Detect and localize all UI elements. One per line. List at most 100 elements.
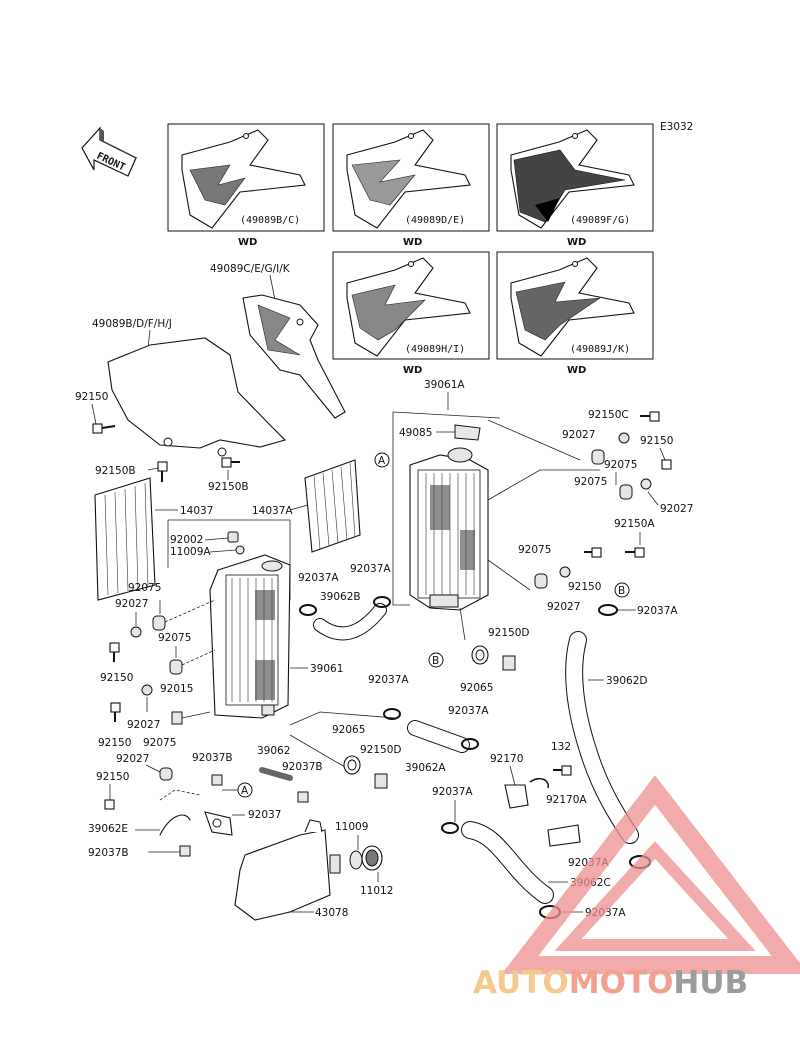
hose-39062 — [259, 767, 293, 781]
hose-39062C — [461, 821, 554, 904]
bolt-92150A — [625, 547, 645, 558]
radiator-39061A — [409, 447, 489, 611]
bolt-92150B-b — [221, 457, 240, 468]
label-92037A-f: 92037A — [432, 786, 473, 798]
decal-panel-1: (49089B/C) WD — [167, 123, 325, 248]
label-92150-a: 92150 — [75, 391, 108, 403]
front-arrow-icon: FRONT — [81, 126, 138, 177]
bolt-92150-f — [584, 547, 602, 558]
callout-b-right: B — [614, 582, 630, 598]
watermark-logo — [501, 775, 800, 974]
label-39062D: 39062D — [606, 675, 648, 687]
label-92027-f: 92027 — [547, 601, 580, 613]
collar-92027-e — [640, 478, 652, 490]
grommet-92075-a — [152, 599, 216, 631]
clamp-92037B-b — [211, 774, 223, 786]
shroud-right-part — [242, 294, 346, 419]
collar-92027-b — [141, 684, 153, 696]
label-92150-f: 92150 — [568, 581, 601, 593]
grommet-92075-f — [534, 573, 548, 589]
label-92037B-c: 92037B — [282, 761, 323, 773]
clamp-92037A-c — [598, 604, 618, 616]
bolt-92150C — [640, 411, 660, 422]
grille-14037A — [304, 459, 361, 553]
label-92065-b: 92065 — [332, 724, 365, 736]
label-11009A: 11009A — [170, 546, 211, 558]
panel-1-variant: WD — [238, 237, 257, 248]
reservoir-tank-43078 — [234, 819, 341, 921]
washer-92065-a — [471, 645, 489, 665]
bolt-92015 — [171, 711, 183, 725]
label-92075-f: 92075 — [518, 544, 551, 556]
label-49089BDFHJ: 49089B/D/F/H/J — [92, 318, 172, 330]
label-92027-c: 92027 — [116, 753, 149, 765]
panel-2-variant: WD — [403, 237, 422, 248]
grommet-92075-e — [619, 484, 633, 500]
panel-3-code: (49089F/G) — [570, 215, 630, 226]
label-92150D-b: 92150D — [360, 744, 402, 756]
label-92150-b: 92150 — [100, 672, 133, 684]
decal-panel-5: (49089J/K) WD — [496, 251, 654, 376]
cap-11012 — [361, 845, 383, 871]
hose-39062A — [407, 720, 470, 753]
label-92075-c: 92075 — [143, 737, 176, 749]
svg-text:A: A — [241, 785, 249, 797]
gasket-11009 — [349, 850, 363, 870]
label-92002: 92002 — [170, 534, 203, 546]
bolt-92150B-a — [157, 461, 168, 482]
label-11012: 11012 — [360, 885, 393, 897]
label-43078: 43078 — [315, 907, 348, 919]
label-92037A-b: 92037A — [350, 563, 391, 575]
label-92015: 92015 — [160, 683, 193, 695]
collar-92027-c — [159, 767, 173, 781]
hose-39062B — [313, 603, 387, 641]
bolt-92150-e — [661, 459, 672, 470]
bolt-92150-b — [109, 642, 120, 662]
decal-panel-4: (49089H/I) WD — [332, 251, 490, 376]
grille-14037 — [94, 477, 156, 601]
panel-5-variant: WD — [567, 365, 586, 376]
bolt-92150D-a — [502, 655, 516, 671]
collar-92027-d — [618, 432, 630, 444]
bolt-92150-a — [92, 423, 116, 434]
cap-92002 — [227, 531, 239, 543]
label-92150C: 92150C — [588, 409, 629, 421]
label-92150-c: 92150 — [98, 737, 131, 749]
bracket-49085 — [454, 424, 481, 441]
panel-3-variant: WD — [567, 237, 586, 248]
label-92027-d: 92027 — [562, 429, 595, 441]
label-39061: 39061 — [310, 663, 343, 675]
label-92075-a: 92075 — [128, 582, 161, 594]
bolt-132 — [553, 765, 572, 776]
svg-text:A: A — [378, 455, 386, 467]
clamp-92037A-d — [383, 708, 401, 720]
label-92027-a: 92027 — [115, 598, 148, 610]
clamp-92037A-a — [299, 604, 317, 616]
label-92150-e: 92150 — [640, 435, 673, 447]
svg-text:B: B — [432, 655, 439, 667]
panel-5-code: (49089J/K) — [570, 344, 630, 355]
label-92037: 92037 — [248, 809, 281, 821]
label-92150B-b: 92150B — [208, 481, 249, 493]
bolt-92150-c — [110, 702, 121, 722]
clamp-92037A-b — [373, 596, 391, 608]
label-92037A-c: 92037A — [637, 605, 678, 617]
label-39062A: 39062A — [405, 762, 446, 774]
grommet-92075-b — [169, 649, 216, 675]
label-39062E: 39062E — [88, 823, 128, 835]
clamp-92037A-f — [441, 822, 459, 834]
label-92170: 92170 — [490, 753, 523, 765]
label-92075-b: 92075 — [158, 632, 191, 644]
clamp-92037 — [204, 811, 233, 836]
bolt-92150D-b — [374, 773, 388, 789]
svg-text:B: B — [618, 585, 625, 597]
label-92037A-e: 92037A — [448, 705, 489, 717]
label-39062-a: 39062 — [257, 745, 290, 757]
gasket-11009A — [235, 545, 245, 555]
label-14037A: 14037A — [252, 505, 293, 517]
diagram-code: E3032 — [660, 121, 693, 133]
washer-92065-b — [343, 755, 361, 775]
label-92075-d: 92075 — [604, 459, 637, 471]
callout-a-right: A — [374, 452, 390, 468]
clip-92170 — [504, 784, 529, 809]
